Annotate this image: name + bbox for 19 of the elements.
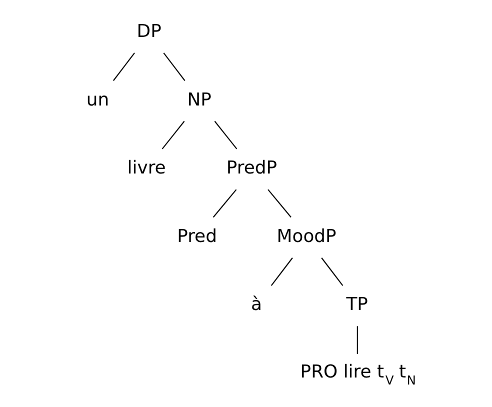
node-text: TP (346, 294, 368, 316)
connector (113, 52, 135, 81)
connector (163, 52, 186, 81)
connector (321, 258, 344, 286)
connector (356, 326, 358, 354)
node-text: MoodP (276, 226, 336, 247)
connector (214, 120, 238, 150)
connector (162, 120, 185, 150)
node-text: NP (187, 89, 212, 110)
node-text: PredP (226, 158, 278, 179)
node-text: PRO lire t$_{V}$ t$_{N}$ (300, 361, 416, 388)
node-text: livre (127, 158, 166, 179)
node-text: un (86, 89, 110, 110)
node-text: à (251, 294, 262, 316)
node-text: Pred (177, 226, 217, 247)
node-text: DP (136, 20, 162, 42)
connector (270, 258, 293, 286)
connector (212, 189, 237, 218)
connector (268, 189, 292, 218)
